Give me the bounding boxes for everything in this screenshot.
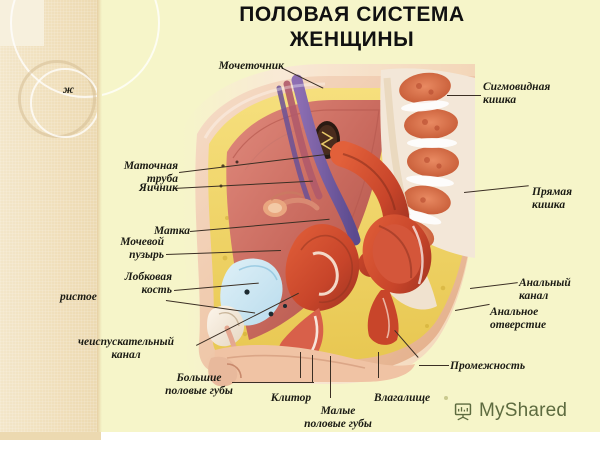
- watermark-dot: [444, 396, 448, 400]
- label-cavernous-body: ристое: [60, 291, 97, 303]
- leader-labia-majora-v: [312, 355, 313, 383]
- leader-clitoris: [300, 352, 301, 378]
- anatomy-illustration: [175, 58, 495, 388]
- presentation-chart-icon: [452, 401, 474, 422]
- label-urethra: чеиспускательный канал: [77, 336, 175, 361]
- leader-labia-minora: [330, 356, 331, 398]
- leader-perineum: [419, 365, 449, 366]
- leader-sigmoid: [447, 95, 481, 96]
- label-labia-majora: Большие половые губы: [165, 372, 233, 397]
- label-clipped-fragment: ж: [63, 84, 74, 96]
- label-pubic-bone: Лобковая кость: [124, 271, 172, 296]
- label-clitoris: Клитор: [270, 392, 312, 404]
- label-uterus: Матка: [153, 225, 190, 237]
- label-anus: Анальное отверстие: [490, 306, 547, 331]
- decorative-ring-small: [30, 68, 100, 138]
- title-line-2: ЖЕНЩИНЫ: [289, 28, 415, 51]
- label-ovary: Яичник: [139, 182, 178, 194]
- page-title: ПОЛОВАЯ СИСТЕМА ЖЕНЩИНЫ: [112, 2, 592, 52]
- title-line-1: ПОЛОВАЯ СИСТЕМА: [239, 3, 465, 26]
- side-band-edge: [97, 0, 102, 432]
- label-ureter: Мочеточник: [218, 60, 284, 72]
- label-fallopian-tube: Маточная труба: [123, 160, 178, 185]
- label-anal-canal: Анальный канал: [519, 277, 571, 302]
- label-vagina: Влагалище: [373, 392, 431, 404]
- label-labia-minora: Малые половые губы: [304, 405, 372, 430]
- bottom-white-strip: [0, 432, 600, 450]
- watermark: MyShared: [452, 400, 567, 422]
- label-perineum: Промежность: [450, 360, 526, 372]
- bottom-band-tail: [0, 432, 101, 440]
- label-sigmoid-colon: Сигмовидная кишка: [483, 81, 551, 106]
- leader-vagina: [378, 352, 379, 378]
- decorative-side-band: [0, 0, 160, 432]
- leader-labia-majora: [232, 382, 314, 383]
- label-bladder: Мочевой пузырь: [120, 236, 164, 261]
- watermark-text: MyShared: [479, 400, 568, 421]
- label-rectum: Прямая кишка: [532, 186, 573, 211]
